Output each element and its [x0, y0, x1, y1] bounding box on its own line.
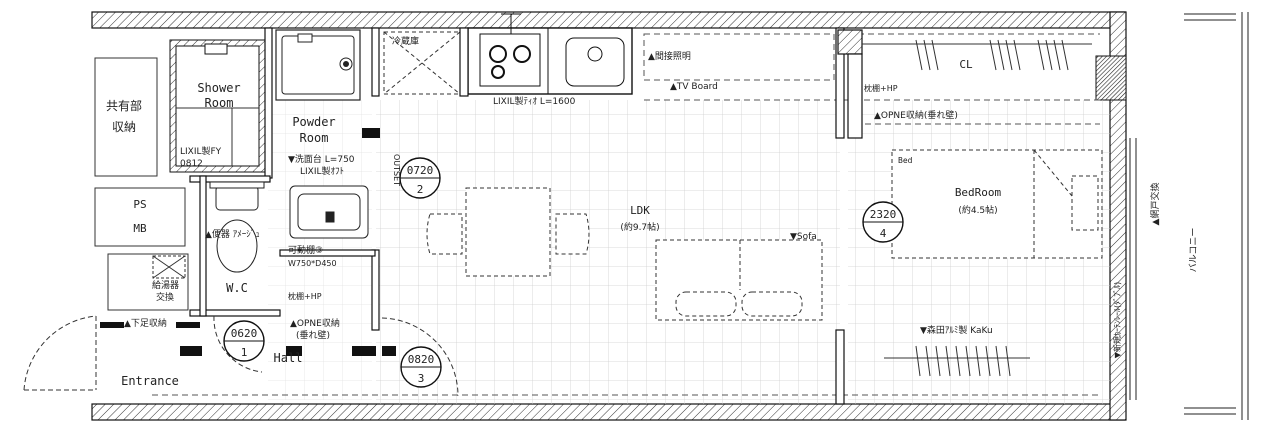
powder-room-label: Powder	[292, 115, 335, 129]
wall-stubs	[100, 128, 396, 356]
door-code-text: 0820	[408, 353, 435, 366]
wc-label: W.C	[226, 281, 248, 295]
door-code-2320: 2320 4	[862, 201, 904, 243]
shower-product: 0812	[180, 159, 203, 169]
interior-walls	[189, 27, 863, 405]
notes: 冷蔵庫 LIXIL製ﾃｨｵ L=1600 ▲間接照明 ▲TV Board ▼So…	[124, 35, 1161, 358]
door-num-text: 2	[417, 183, 424, 196]
shared-storage-label: 共有部	[106, 98, 142, 113]
indirect-light-note: ▲間接照明	[648, 50, 691, 62]
open-storage-note: ▲OPNE収納	[290, 317, 340, 329]
tv-board-note: ▲TV Board	[670, 82, 718, 92]
shelf-note: W750*D450	[288, 259, 337, 268]
bedroom-size: (約4.5帖)	[958, 204, 997, 216]
door-code-0720: 0720 2	[399, 157, 441, 199]
shower-room-label: Shower	[197, 81, 240, 95]
door-code-text: 0620	[231, 327, 258, 340]
door-code-0620: 0620 1	[223, 320, 265, 362]
closet-label: CL	[959, 58, 973, 71]
door-code-text: 2320	[870, 208, 897, 221]
bed-shelf-note: 枕棚+HP	[864, 83, 898, 93]
balcony-label: バルコニー	[1188, 228, 1199, 273]
kitchen-counter	[467, 27, 633, 95]
exterior-walls	[91, 11, 1127, 421]
open-storage-note: (垂れ壁)	[296, 329, 330, 341]
ldk-size: (約9.7帖)	[620, 221, 659, 233]
vanity-note: ▼洗面台 L=750	[288, 153, 355, 165]
vanity	[289, 185, 369, 239]
shared-storage-label: 収納	[112, 120, 136, 134]
sofa-note: ▼Sofa	[790, 232, 817, 242]
sofa	[655, 239, 823, 321]
hall-label: Hall	[274, 351, 303, 365]
wc-door	[213, 315, 263, 373]
shoe-storage-note: ▲下足収納	[124, 317, 167, 329]
heater-note: 交換	[156, 291, 174, 303]
room-labels: Shower Room LIXIL製FY 0812 Powder Room 共有…	[106, 58, 1199, 388]
bed-label: Bed	[898, 156, 913, 165]
screen-door-note: ▲網戸交換	[1149, 183, 1161, 226]
bed	[891, 149, 1103, 259]
outset-note: OUTSET	[392, 154, 401, 186]
kitchen-note: LIXIL製ﾃｨｵ L=1600	[493, 95, 576, 107]
toilet	[209, 181, 265, 273]
bedroom-label: BedRoom	[955, 186, 1002, 199]
toilet-note: ▲便器 ｱﾒｰｼﾞｭ	[205, 228, 260, 240]
door-num-text: 4	[880, 227, 887, 240]
vanity-note: LIXIL製ｵﾌﾄ	[300, 165, 344, 177]
washer-pan	[275, 29, 361, 101]
dashed-ceiling	[152, 33, 1100, 396]
curtain-note: ▼新規ｶｰﾃﾝﾚｰﾙ(ﾀﾞﾌﾞﾙ)	[1112, 282, 1122, 358]
shower-product: LIXIL製FY	[180, 145, 222, 157]
shelf-note: 可動棚③	[288, 244, 323, 256]
heater-note: 給湯器	[152, 279, 179, 291]
door-code-0820: 0820 3	[400, 346, 442, 388]
vent-marker	[501, 13, 521, 34]
pipe-note: ▼森田ｱﾙﾐ製 KaKu	[920, 324, 993, 336]
ldk-label: LDK	[630, 204, 650, 217]
door-num-text: 3	[418, 372, 425, 385]
left-storage	[94, 57, 189, 311]
shower-room	[169, 39, 266, 173]
door-num-text: 1	[241, 346, 248, 359]
ps-label: PS	[133, 198, 146, 211]
mb-label: MB	[133, 222, 147, 235]
fridge-note: 冷蔵庫	[392, 35, 419, 47]
powder-room-label: Room	[300, 131, 329, 145]
entrance-label: Entrance	[121, 374, 179, 388]
balcony-window	[1129, 12, 1249, 420]
drying-hangers	[884, 345, 1030, 377]
open-storage-bed-note: ▲OPNE収納(垂れ壁)	[874, 109, 958, 121]
closet-hangers	[862, 39, 1092, 71]
entrance-door	[23, 315, 97, 391]
door-code-text: 0720	[407, 164, 434, 177]
dining-set	[426, 187, 590, 277]
shower-room-label: Room	[205, 96, 234, 110]
shelf-hp-note: 枕棚+HP	[288, 291, 322, 301]
hall-door	[381, 317, 459, 397]
